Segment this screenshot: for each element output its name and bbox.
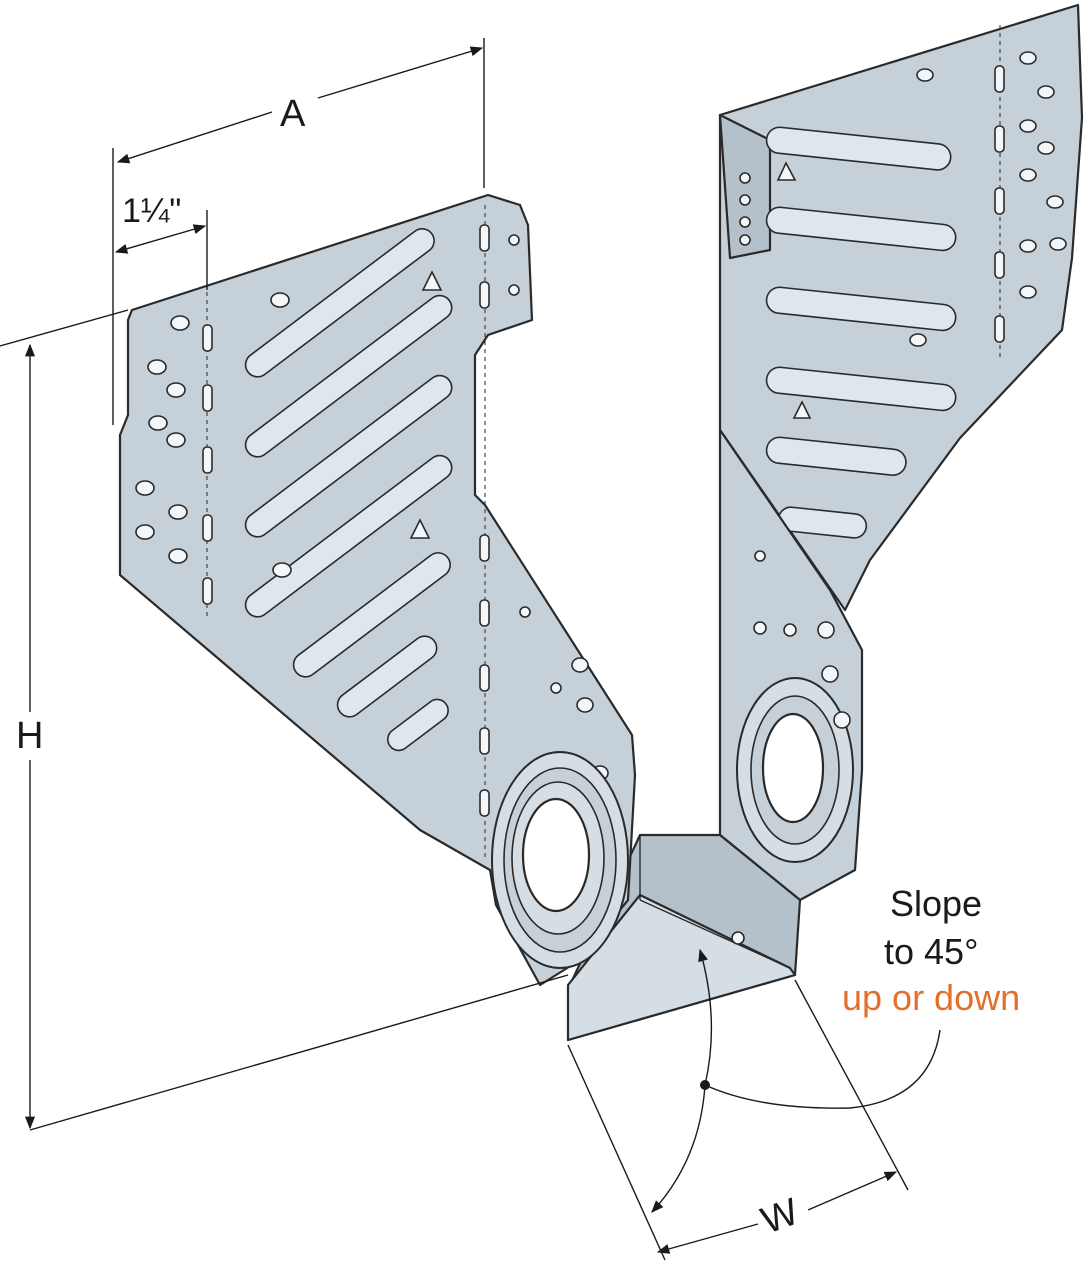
right-flange-holes — [739, 51, 1067, 419]
right-bolt-hole — [761, 712, 825, 824]
dimension-lines — [0, 38, 941, 1261]
left-flange-slots — [244, 228, 453, 752]
left-flange — [118, 193, 637, 987]
slope-label-line3: up or down — [842, 977, 1020, 1018]
dim-a-label: A — [280, 93, 306, 135]
slope-label-line1: Slope — [890, 883, 982, 924]
right-flange-slots — [765, 126, 957, 539]
dim-h-label: H — [16, 715, 43, 757]
dim-offset-label: 1¼" — [122, 192, 181, 230]
left-flange-holes — [135, 224, 609, 817]
right-seat-side — [718, 428, 864, 902]
left-bolt-boss — [491, 751, 629, 969]
dim-w-label: W — [756, 1191, 804, 1243]
right-flange — [718, 3, 1084, 612]
left-bolt-hole — [521, 797, 591, 913]
slope-label-line2: to 45° — [884, 931, 978, 972]
